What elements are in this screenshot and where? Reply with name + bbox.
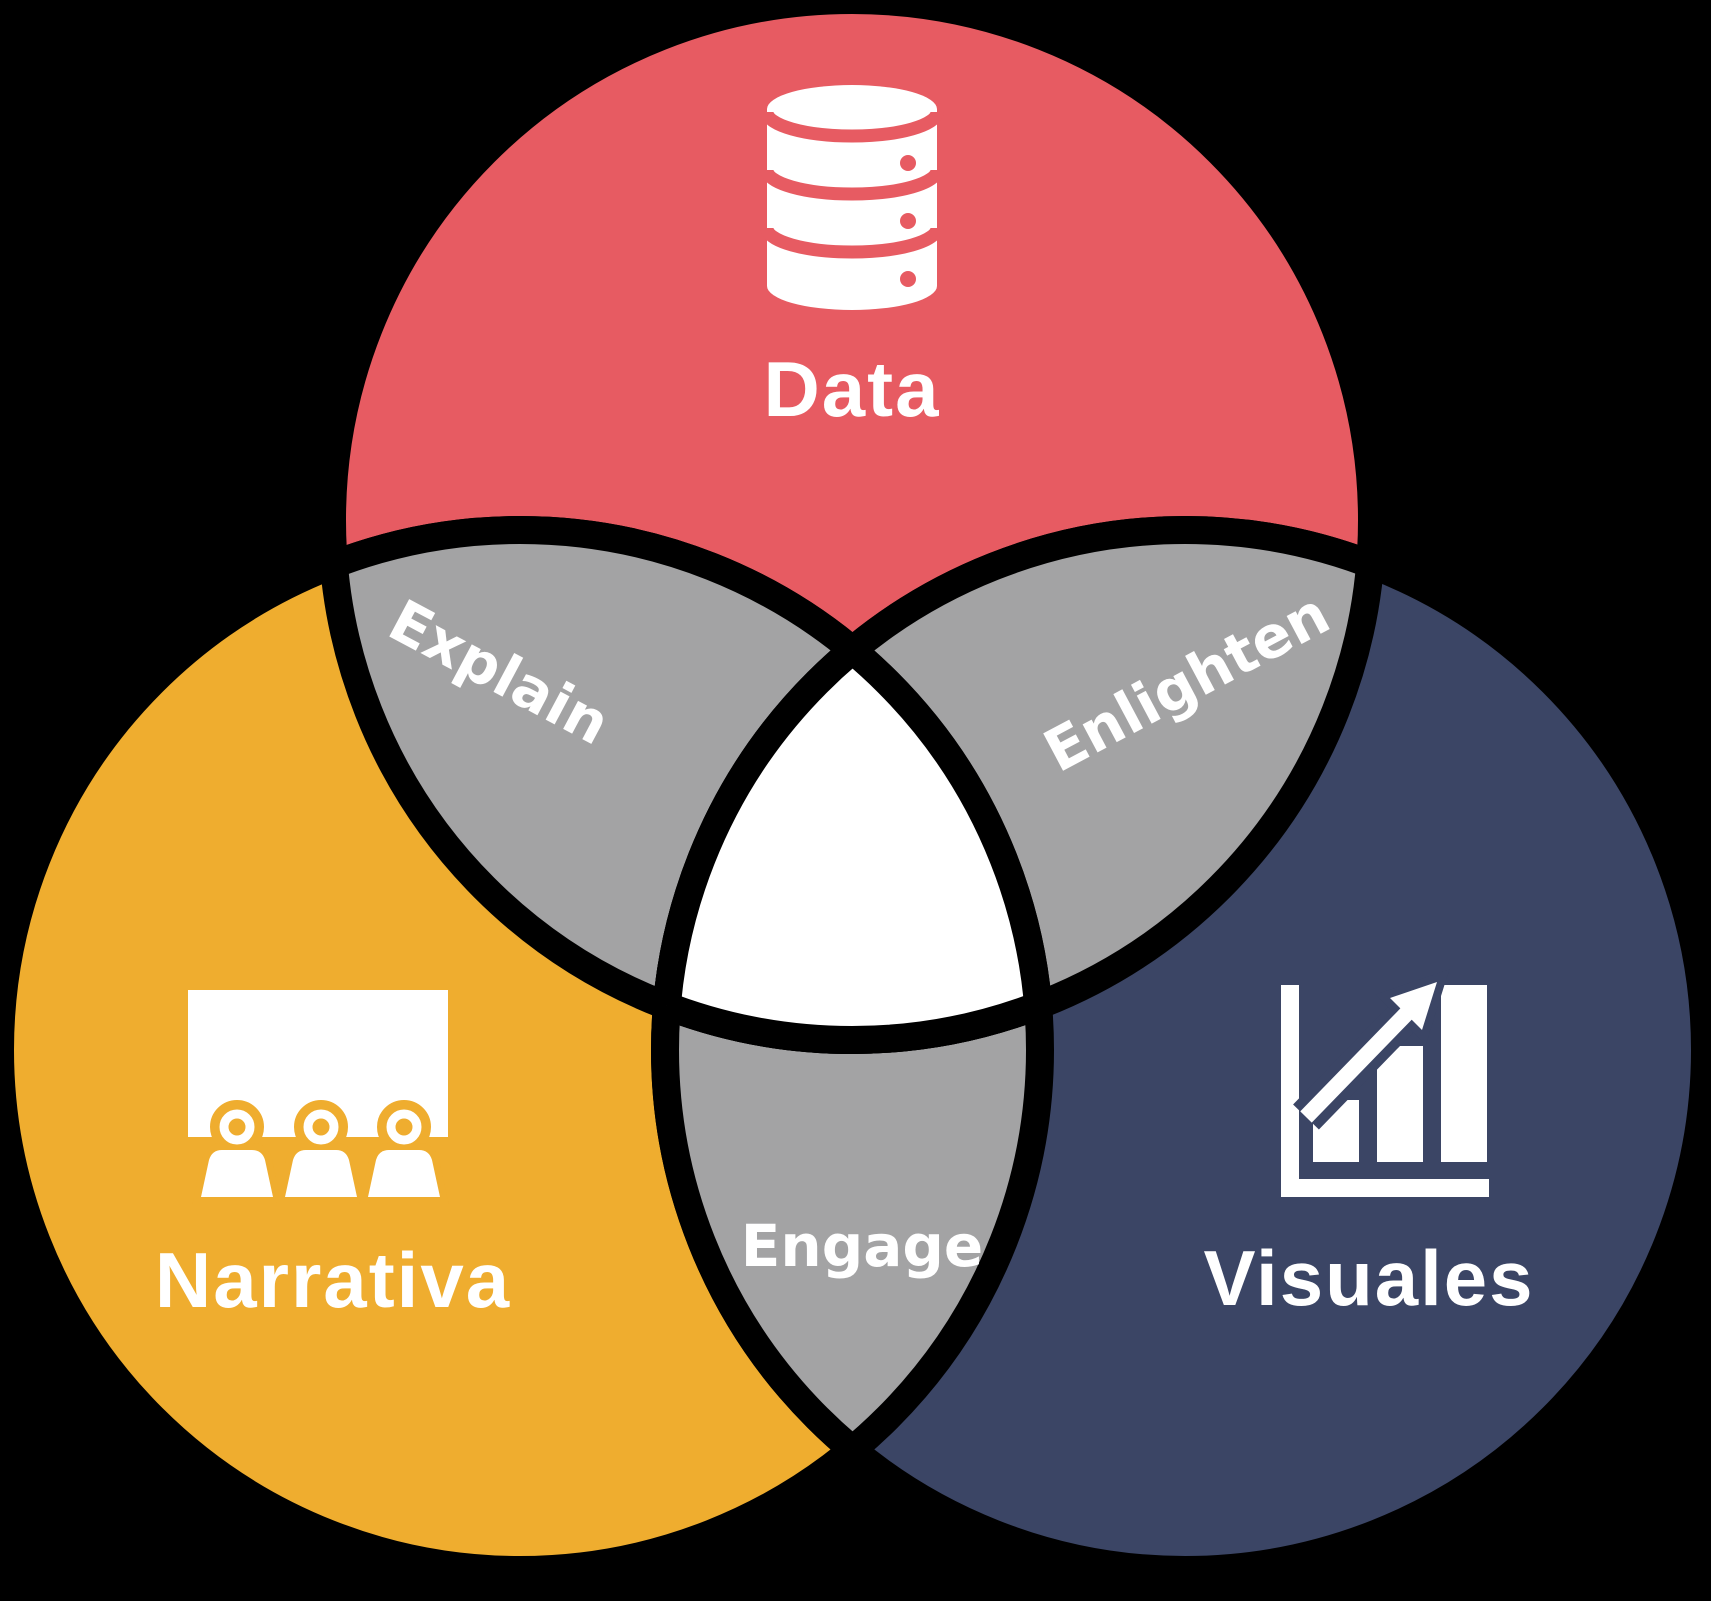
engage-label: Engage <box>741 1212 983 1280</box>
person-head <box>386 1109 422 1145</box>
center-edge-bottom <box>665 530 1040 1054</box>
chart-bar-medium <box>1377 1046 1423 1162</box>
person-head <box>219 1109 255 1145</box>
database-icon <box>760 85 944 310</box>
narrativa-circle-outline <box>665 530 1054 1570</box>
data-label: Data <box>763 345 940 433</box>
database-stripes <box>760 111 944 259</box>
database-stripe <box>760 227 944 259</box>
center-wrap-a <box>651 530 1054 1040</box>
arrow-shaft <box>1300 1006 1414 1123</box>
database-stripe <box>760 111 944 143</box>
center-wrap-b <box>651 530 1040 1040</box>
database-details <box>760 111 944 287</box>
growth-arrow <box>1300 982 1437 1123</box>
audience <box>201 1109 440 1197</box>
arrow-head <box>1390 982 1437 1030</box>
narrativa-label: Narrativa <box>155 1236 511 1324</box>
database-body <box>767 109 937 310</box>
person-body <box>285 1150 357 1197</box>
database-top <box>767 85 937 133</box>
database-dot <box>900 271 916 287</box>
person-head <box>303 1109 339 1145</box>
chart-y-axis <box>1281 985 1299 1197</box>
center-region <box>651 530 1040 1040</box>
person-body <box>368 1150 440 1197</box>
database-dot <box>900 155 916 171</box>
database-stripe <box>760 169 944 201</box>
database-dot <box>900 213 916 229</box>
data-circle-outline <box>665 530 1040 1054</box>
bar-chart-growth-icon <box>1281 969 1489 1197</box>
chart-x-axis <box>1281 1179 1489 1197</box>
chart-bar-tall <box>1441 985 1487 1162</box>
person-body <box>201 1150 273 1197</box>
presentation-audience-icon <box>188 990 449 1204</box>
visuales-label: Visuales <box>1203 1234 1534 1322</box>
center-edge-bottom-wrap <box>665 530 1040 1054</box>
